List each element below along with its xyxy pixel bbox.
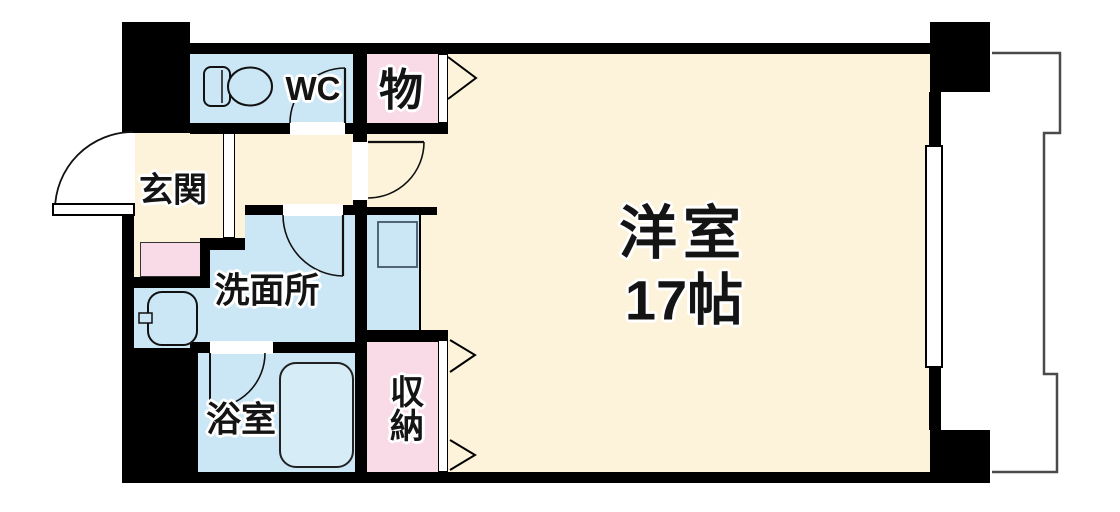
closet-door [438, 340, 448, 472]
wc-door-arc [289, 67, 346, 124]
shoe-cabinet [140, 242, 202, 277]
wc-door-opening [290, 122, 345, 135]
wall-washroom-right [355, 215, 367, 342]
wall-stub-niche-top [355, 207, 437, 215]
wall-cabinet-right [200, 242, 210, 288]
main-door-arc [367, 141, 425, 199]
wall-bathroom-top [190, 342, 367, 353]
genkan-label: 玄関 [139, 171, 207, 210]
bathroom-door-arc [209, 352, 266, 409]
washing-machine-pan [377, 221, 418, 268]
washroom-door-opening [283, 204, 343, 216]
main-room-label: 洋室 [618, 201, 748, 266]
wall-right-upper [929, 92, 941, 145]
bathtub [279, 362, 354, 468]
closet-label: 収納 [384, 374, 423, 442]
storage-top-floor [367, 54, 448, 134]
main-room-size: 17帖 [624, 268, 744, 332]
washroom-label: 洗面所 [214, 271, 320, 311]
window [925, 145, 943, 368]
washbasin-handle [138, 312, 153, 324]
storage-top-label: 物 [379, 66, 423, 115]
washer-niche-floor [367, 215, 421, 330]
pillar-top-left [122, 22, 190, 133]
balcony-outline [992, 51, 1062, 474]
pillar-top-right [930, 22, 990, 92]
washbasin [147, 291, 198, 346]
wall-closet-left [355, 342, 367, 472]
closet-floor [367, 338, 448, 472]
toilet-tank [203, 66, 231, 107]
wall-top [190, 43, 930, 54]
entrance-door-opening [121, 133, 135, 211]
bathroom-door-opening [210, 341, 273, 354]
entrance-door-panel [52, 203, 135, 216]
washroom-door-arc [282, 214, 344, 277]
main-door-opening [352, 142, 368, 200]
wall-genkan-corner [200, 238, 245, 250]
wc-label: WC [285, 70, 341, 107]
wall-right-lower [929, 368, 941, 430]
toilet-bowl [227, 66, 273, 107]
entrance-door-arc [54, 131, 134, 211]
wall-closet-top [355, 330, 448, 342]
storage-top-fold-mark [447, 56, 478, 100]
closet-fold-mark-upper [449, 339, 477, 373]
entrance-step [223, 133, 235, 238]
storage-top-door [438, 54, 448, 123]
genkan-floor-sliver [134, 240, 140, 278]
wall-cabinet-bottom [134, 277, 210, 288]
wall-mass-bottom-left [122, 348, 198, 483]
wall-bottom [122, 472, 990, 483]
bathroom-label: 浴室 [205, 400, 277, 440]
closet-fold-mark-lower [449, 439, 477, 471]
